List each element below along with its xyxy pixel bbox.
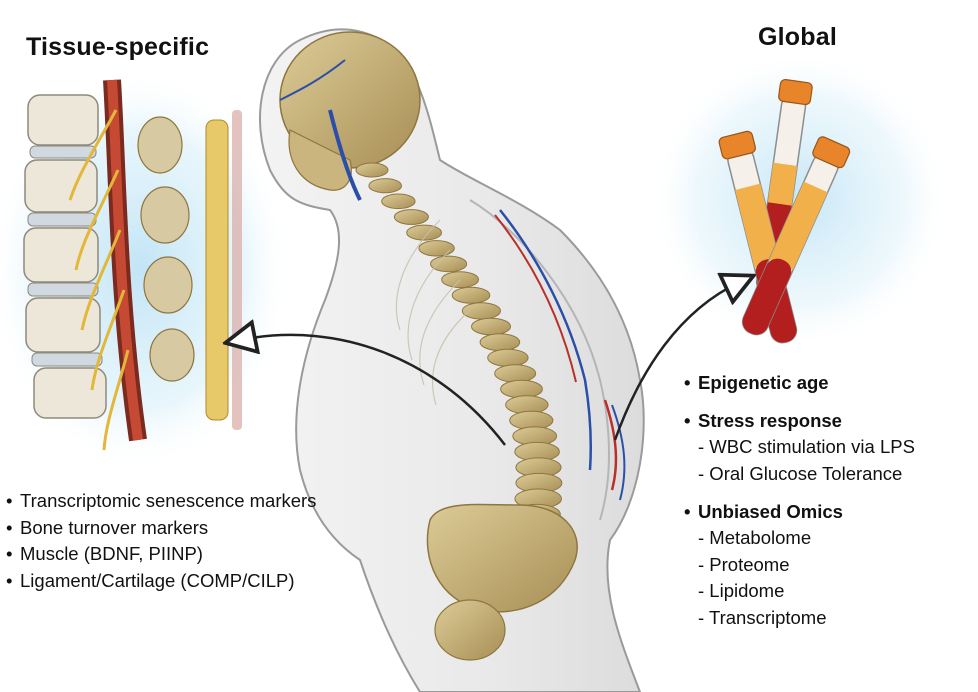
tissue-specific-title: Tissue-specific	[26, 33, 210, 61]
list-item: •Ligament/Cartilage (COMP/CILP)	[6, 569, 295, 591]
vertebra	[494, 364, 537, 383]
group-unbiased-omics: •Unbiased Omics - Metabolome - Proteome …	[684, 499, 915, 631]
sub-item: - Transcriptome	[698, 606, 827, 628]
list-item: •Bone turnover markers	[6, 516, 209, 538]
tissue-specific-list: •Transcriptomic senescence markers •Bone…	[6, 488, 316, 594]
vertebra	[461, 302, 501, 320]
vertebra	[471, 317, 511, 336]
arrow-to-global	[613, 282, 740, 441]
sub-item: - Lipidome	[698, 580, 785, 601]
spine-section-illustration	[0, 70, 290, 470]
vertebra	[418, 240, 455, 257]
vertebra	[479, 333, 521, 352]
vertebra	[393, 209, 429, 225]
sub-item: - Oral Glucose Tolerance	[698, 462, 903, 484]
vertebra	[368, 178, 403, 194]
list-item: •Muscle (BDNF, PIINP)	[6, 543, 203, 564]
group-epigenetic-age: •Epigenetic age	[684, 370, 915, 396]
human-skeleton-figure	[259, 28, 645, 692]
sub-item: - Metabolome	[698, 527, 812, 548]
vertebra	[500, 379, 543, 399]
vertebra	[451, 286, 491, 304]
group-title: •Unbiased Omics	[684, 501, 843, 522]
vertebra	[441, 271, 480, 289]
list-item: •Transcriptomic senescence markers	[6, 490, 317, 511]
vertebra	[487, 348, 529, 367]
vertebra	[381, 193, 416, 210]
group-stress-response: •Stress response - WBC stimulation via L…	[684, 408, 915, 487]
group-title: •Epigenetic age	[684, 372, 829, 393]
vertebra	[355, 162, 389, 178]
arrow-to-tissue	[240, 335, 506, 446]
vertebra	[406, 224, 443, 241]
blood-tubes-illustration	[650, 50, 950, 350]
sub-item: - WBC stimulation via LPS	[698, 436, 915, 457]
sub-item: - Proteome	[698, 553, 790, 575]
global-list: •Epigenetic age •Stress response - WBC s…	[684, 370, 915, 643]
global-title: Global	[758, 23, 837, 51]
vertebra	[430, 255, 468, 273]
group-title: •Stress response	[684, 410, 842, 431]
